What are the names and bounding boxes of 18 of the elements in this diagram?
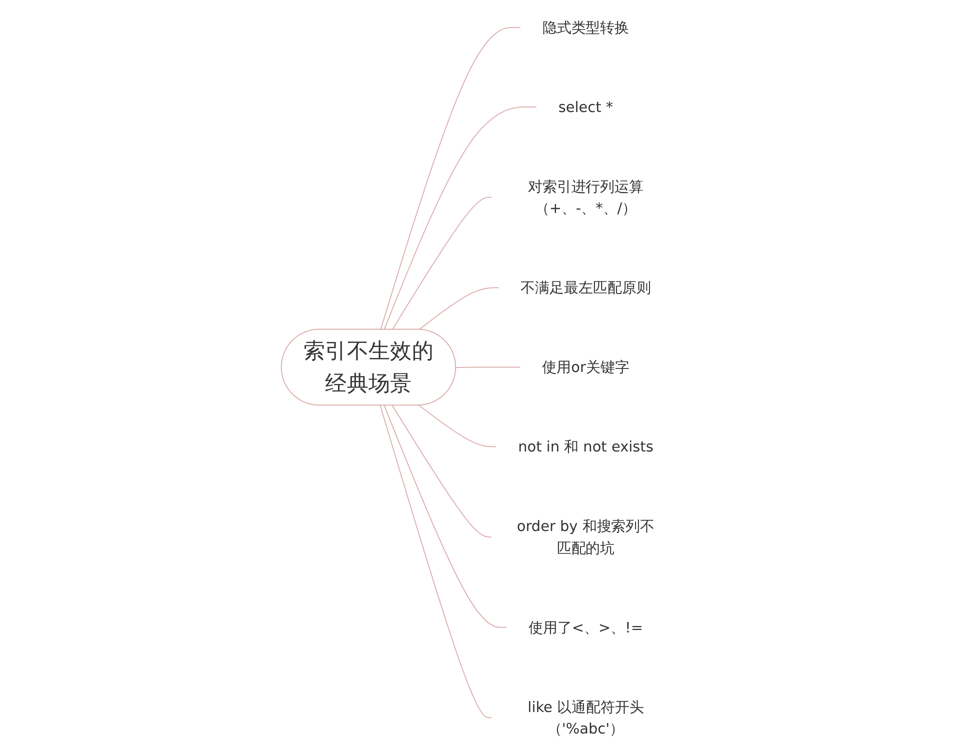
node-text: order by 和搜索列不匹配的坑 [516,517,655,557]
node-text: 使用了<、>、!= [528,618,643,636]
connector [384,405,508,628]
connector [380,27,522,330]
node-text: not in 和 not exists [518,438,654,456]
connector [392,405,492,538]
connector [384,106,538,330]
connector [392,196,492,330]
connector [418,287,500,330]
node-text: select * [558,98,614,116]
node-text: 隐式类型转换 [542,18,630,36]
connector [456,366,521,368]
connector [418,405,497,448]
node-text: like 以通配符开头（'%abc'） [528,698,644,738]
node-text: 不满足最左匹配原则 [520,278,651,296]
node-text: 使用or关键字 [542,358,630,376]
connector [380,405,492,718]
node-text: 对索引进行列运算（+、-、*、/） [528,178,644,217]
